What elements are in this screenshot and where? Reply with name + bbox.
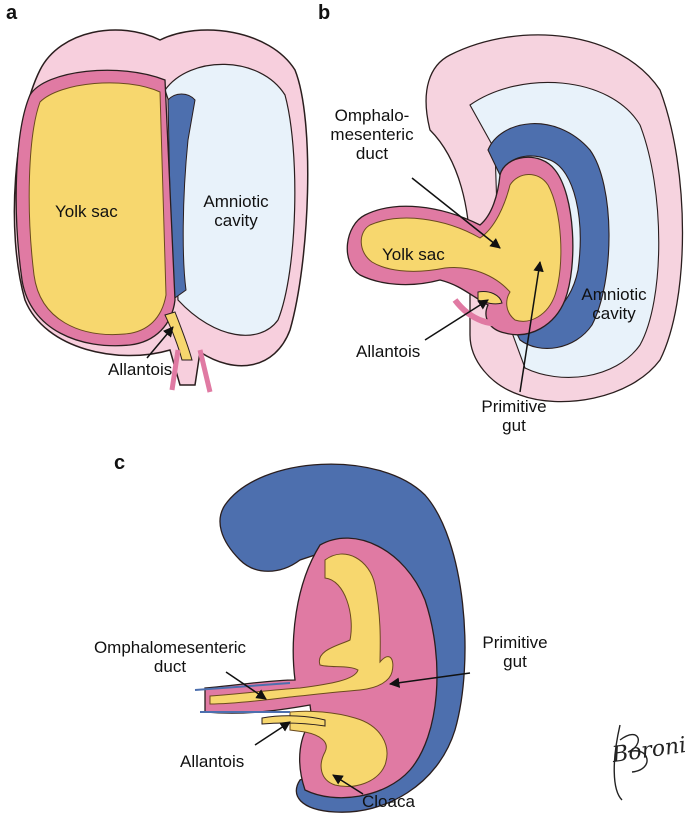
panel-b-ectoderm	[487, 123, 610, 349]
panel-c-allantois-label: Allantois	[180, 752, 245, 771]
panel-c-omph-line-2: duct	[153, 657, 187, 676]
panel-a-amniotic-cavity	[164, 63, 296, 336]
panel-a-amniotic-line-1: Amniotic	[203, 192, 269, 211]
panel-c-gut-line-2: gut	[503, 652, 527, 671]
panel-b-yolk-sac	[360, 174, 562, 322]
panel-c-omph-arrow	[225, 671, 267, 700]
panel-b-allantois-arrow	[424, 299, 489, 341]
panel-a-drawing	[13, 29, 309, 393]
panel-c-cloaca-arrow	[332, 774, 364, 795]
panel-c-gut-label: Primitive gut	[470, 633, 560, 671]
panel-b-gut-line-2: gut	[502, 416, 526, 435]
panel-a-allantois-arrow	[146, 326, 174, 359]
panel-b-tail-fold	[452, 298, 512, 327]
panel-a-allantois-label: Allantois	[108, 360, 173, 379]
panel-b-amniotic-line-2: cavity	[592, 304, 636, 323]
panel-c-gut	[209, 553, 394, 705]
panel-a-letter: a	[6, 2, 18, 24]
panel-a-yolk	[28, 82, 167, 336]
panel-b-allantois-label: Allantois	[356, 342, 421, 361]
panel-b-omph-line-1: Omphalo-	[334, 106, 410, 125]
panel-c-omph-label: Omphalomesenteric duct	[80, 638, 260, 676]
panel-c-cloaca-label: Cloaca	[362, 792, 415, 811]
panel-b-gut-line-1: Primitive	[481, 397, 547, 416]
panel-b-omph-line-3: duct	[355, 144, 389, 163]
panel-b-omph-label: Omphalo- mesenteric duct	[312, 106, 432, 163]
panel-c-letter: c	[114, 452, 126, 474]
panel-c-cloaca	[289, 710, 388, 787]
panel-b-gut-arrow	[519, 260, 544, 393]
panel-b-omph-arrow	[411, 177, 501, 249]
panel-c-allantois	[261, 715, 326, 727]
signature-scribble	[613, 724, 648, 801]
panel-b-omph-line-2: mesenteric	[330, 125, 414, 144]
panel-a-connecting-stalk	[169, 349, 213, 393]
panel-a-ectoderm	[167, 93, 196, 301]
panel-a-amniotic-line-2: cavity	[214, 211, 258, 230]
panel-b-drawing	[346, 34, 684, 403]
panel-b-yolk-sac-label: Yolk sac	[382, 245, 445, 264]
panel-a-yolk-sac-label: Yolk sac	[55, 202, 118, 221]
panel-b-amniotic-line-1: Amniotic	[581, 285, 647, 304]
panel-c-allantois-arrow	[254, 721, 291, 746]
panel-c-gut-arrow	[388, 672, 471, 688]
panel-c-gut-line-1: Primitive	[482, 633, 548, 652]
panel-b-letter: b	[318, 2, 331, 24]
panel-b-amniotic-label: Amniotic cavity	[572, 285, 656, 323]
panel-a-amniotic-label: Amniotic cavity	[196, 192, 276, 230]
panel-c-omph-line-1: Omphalomesenteric	[93, 638, 247, 657]
panel-b-gut-label: Primitive gut	[470, 397, 558, 435]
panel-c-drawing	[194, 463, 471, 813]
panel-c-connecting-stalk	[194, 682, 291, 713]
